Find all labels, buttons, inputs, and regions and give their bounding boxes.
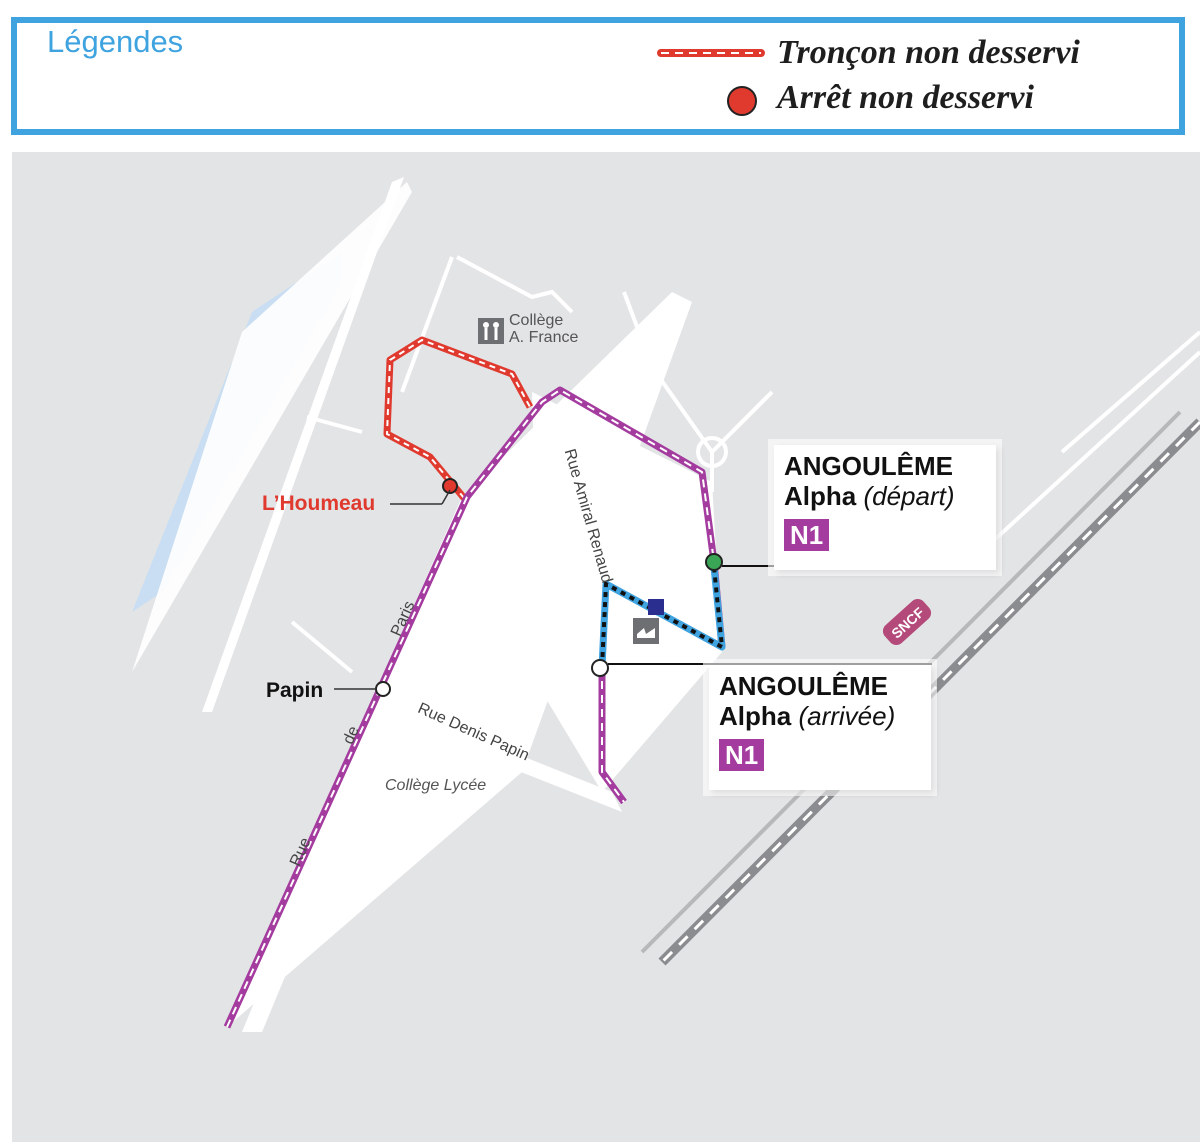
stop-label-papin: Papin xyxy=(266,679,324,702)
stop-arrivee[interactable] xyxy=(591,659,609,677)
road-shape xyxy=(242,497,482,1032)
station-name: ANGOULÊME xyxy=(719,671,888,701)
road-shape xyxy=(202,177,404,712)
legend-box: Légendes Tronçon non desservi Arrêt non … xyxy=(11,17,1185,135)
line-badge: N1 xyxy=(784,519,830,551)
legend-title: Légendes xyxy=(39,23,192,61)
line-badge: N1 xyxy=(719,739,765,771)
legend-item-arret: Arrêt non desservi xyxy=(777,79,1034,116)
poi-college-lycee: Collège Lycée xyxy=(385,777,487,794)
station-sub: Alpha (arrivée) xyxy=(719,701,896,731)
poi-college-france: Collège A. France xyxy=(509,312,579,346)
sncf-logo: SNCF xyxy=(882,598,932,646)
map[interactable]: SNCF Rue de Paris Rue Denis Papin Rue Am… xyxy=(12,152,1200,1142)
map-canvas: SNCF xyxy=(132,177,1200,1032)
station-card-depart[interactable]: ANGOULÊME Alpha (départ) N1 xyxy=(774,445,996,570)
station-name: ANGOULÊME xyxy=(784,451,953,481)
stop-papin[interactable] xyxy=(375,681,391,697)
school-icon xyxy=(478,318,504,344)
legend-item-troncon: Tronçon non desservi xyxy=(777,34,1080,71)
stop-label-houmeau: L’Houmeau xyxy=(262,492,376,515)
road-shape xyxy=(407,712,622,812)
stop-marker xyxy=(648,599,664,615)
library-icon xyxy=(633,618,659,644)
road-shape xyxy=(132,182,412,672)
stop-houmeau[interactable] xyxy=(442,478,458,494)
red-circle-icon xyxy=(727,86,757,116)
dashed-red-line-icon xyxy=(657,49,765,57)
station-card-arrivee[interactable]: ANGOULÊME Alpha (arrivée) N1 xyxy=(709,665,931,790)
station-sub: Alpha (départ) xyxy=(784,481,955,511)
stop-depart[interactable] xyxy=(705,553,723,571)
